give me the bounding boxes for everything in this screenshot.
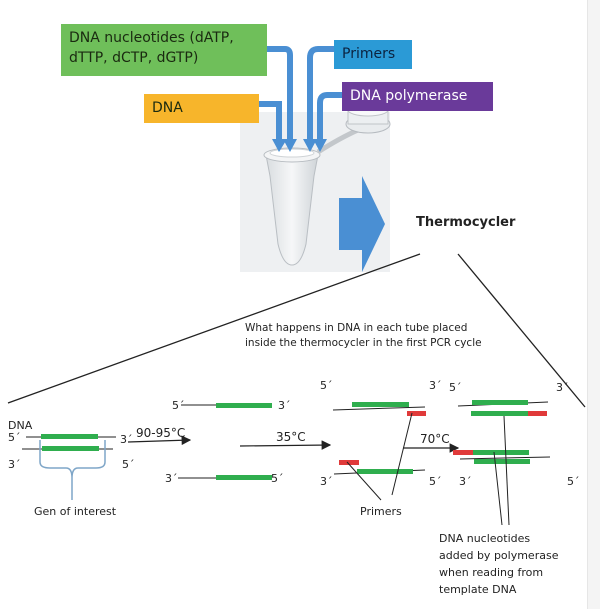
ext-3prime-top: 3´ [556,381,569,394]
dna-arrow [258,101,282,140]
ann-3prime-bottom: 3´ [320,475,333,488]
ext-3prime-bottom: 3´ [459,475,472,488]
input-arrows [258,46,342,140]
polymerase-box: DNA polymerase [342,82,493,111]
primers-label: Primers [342,46,396,62]
dna-box: DNA [144,94,259,123]
ann-5prime-bottom: 5´ [429,475,442,488]
primers-box: Primers [334,40,412,69]
ext-5prime-bottom: 5´ [567,475,580,488]
nucleotides-box: DNA nucleotides (dATP, dTTP, dCTP, dGTP) [61,24,267,76]
input-arrowheads [272,139,327,152]
ann-3prime-top: 3´ [429,379,442,392]
thermocycler-arrow-icon [339,176,385,272]
gene-of-interest-label: Gen of interest [34,505,117,518]
nucleotides-note-line-2: added by polymerase [439,549,559,562]
ann-5prime-top: 5´ [320,379,333,392]
nucleotides-note-line-1: DNA nucleotides [439,532,530,545]
start-5prime-bottom: 5´ [122,458,135,471]
anneal-temp-label: 35°C [276,430,306,444]
denature-arrow [127,435,192,446]
nucleotides-label-line-2: dTTP, dCTP, dGTP) [69,50,199,66]
primer-pointer-2 [346,461,382,501]
nucleotides-arrow [267,46,293,140]
sep-3prime-bottom: 3´ [165,472,178,485]
microcentrifuge-tube-icon [263,103,391,266]
start-3prime-bottom: 3´ [8,458,21,471]
gene-bracket [39,440,106,500]
zoom-line-right [457,253,586,408]
anneal-arrow [239,440,332,450]
primers-arrow [307,46,334,140]
caption-line-1: What happens in DNA in each tube placed [245,322,467,334]
primer-pointer-1 [391,412,413,496]
starting-dna [22,434,116,500]
ext-5prime-top: 5´ [449,381,462,394]
start-3prime-top: 3´ [120,433,133,446]
annealed-strands [332,402,426,501]
nucleotide-pointer-2 [493,451,503,526]
denature-temp-label: 90-95°C [136,426,185,440]
nucleotides-note-line-4: template DNA [439,583,517,596]
caption-line-2: inside the thermocycler in the first PCR… [245,337,482,349]
nucleotides-note-line-3: when reading from [439,566,543,579]
sep-5prime-top: 5´ [172,399,185,412]
nucleotide-pointer-1 [503,415,510,526]
extended-strands [453,400,551,526]
zoom-line-left [7,253,421,404]
extend-temp-label: 70°C [420,432,450,446]
sep-3prime-top: 3´ [278,399,291,412]
polymerase-arrow [317,92,342,140]
primer-top [407,411,426,416]
right-page-edge [587,0,600,609]
thermocycler-label: Thermocycler [416,215,516,230]
separated-strands [178,403,272,480]
polymerase-label: DNA polymerase [350,88,468,104]
nucleotides-label-line-1: DNA nucleotides (dATP, [69,30,234,46]
primers-pointer-label: Primers [360,505,402,518]
sep-5prime-bottom: 5´ [271,472,284,485]
start-dna-title: DNA [8,419,33,432]
primer-bottom [339,460,359,465]
start-5prime-top: 5´ [8,431,21,444]
dna-label: DNA [152,100,183,116]
